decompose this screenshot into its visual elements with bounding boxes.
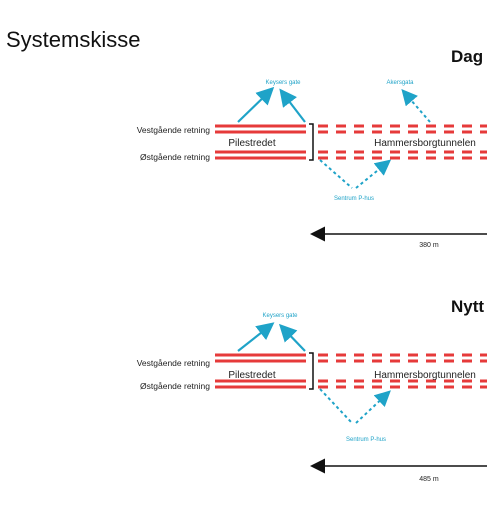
panel-1-distance-label: 380 m: [419, 242, 439, 249]
panel-1-ramp-down-label: Sentrum P-hus: [334, 196, 374, 202]
panel-1-heading: Dag: [451, 47, 484, 66]
panel-1-street-label: Pilestredet: [228, 138, 275, 149]
panel-1-tunnel-label: Hammersborgtunnelen: [374, 138, 476, 149]
panel-1-pilestredet-road: [215, 124, 306, 160]
panel-1-bracket: [309, 123, 314, 161]
panel-2: Vestgående retning Østgående retning Pil…: [137, 313, 487, 483]
panel-2-distance-label: 485 m: [419, 476, 439, 483]
panel-2-ramp-sentrum-p-hus: [319, 388, 391, 424]
panel-2-bracket: [309, 352, 314, 390]
panel-2-tunnel-label: Hammersborgtunnelen: [374, 370, 476, 381]
panel-2-ramp-down-label: Sentrum P-hus: [346, 437, 386, 443]
panel-2-ramp-keysers-gate: [237, 322, 306, 352]
page-title: Systemskisse: [6, 27, 141, 52]
panel-2-east-label: Østgående retning: [140, 381, 210, 391]
panel-1-ramp-keysers-gate: [237, 86, 306, 123]
panel-2-heading: Nytt: [451, 297, 485, 316]
panel-1-west-label: Vestgående retning: [137, 125, 211, 135]
panel-1: Vestgående retning Østgående retning Pil…: [137, 80, 487, 249]
panel-1-ramp-right-label: Akersgata: [386, 80, 414, 86]
panel-1-east-label: Østgående retning: [140, 152, 210, 162]
panel-1-ramp-akersgata: [401, 88, 431, 123]
panel-2-ramp-up-label: Keysers gate: [262, 313, 298, 319]
panel-1-ramp-up-label: Keysers gate: [265, 80, 301, 86]
panel-1-ramp-sentrum-p-hus: [319, 159, 392, 189]
panel-2-street-label: Pilestredet: [228, 370, 275, 381]
panel-2-west-label: Vestgående retning: [137, 358, 211, 368]
panel-2-pilestredet-road: [215, 353, 306, 389]
